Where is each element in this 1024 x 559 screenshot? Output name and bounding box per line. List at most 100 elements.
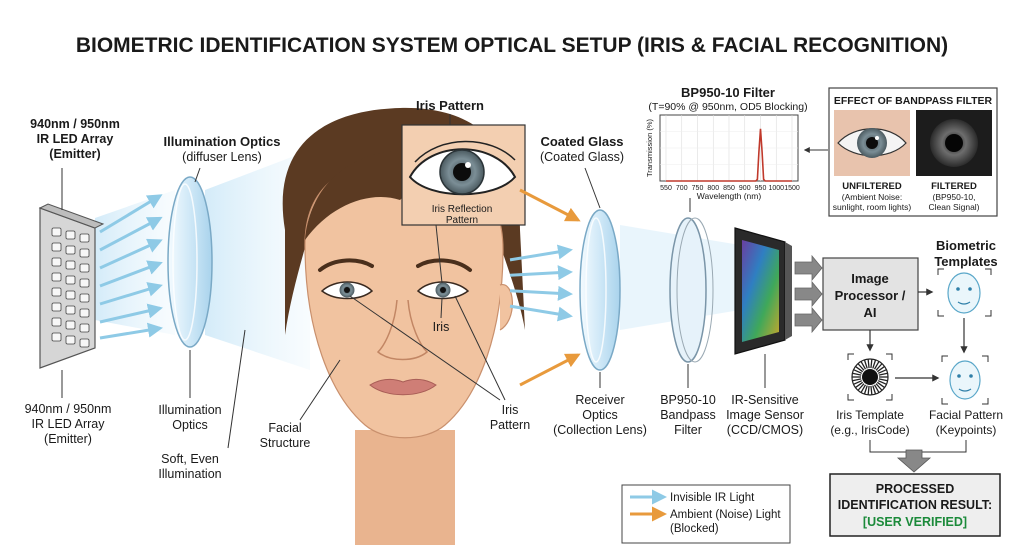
facial-structure-line2: Structure bbox=[260, 436, 311, 450]
bandpass-line1: BP950-10 bbox=[660, 393, 716, 407]
iris-label: Iris bbox=[433, 320, 450, 334]
bandpass-filter-disc bbox=[670, 218, 706, 362]
filter-graph-subtitle: (T=90% @ 950nm, OD5 Blocking) bbox=[648, 101, 807, 113]
filtered-sub1: (BP950-10, bbox=[933, 192, 976, 202]
bandpass-effect-panel: EFFECT OF BANDPASS FILTER UNFILTERED (Am… bbox=[829, 88, 997, 216]
result-line2: IDENTIFICATION RESULT: bbox=[838, 498, 992, 512]
sensor-to-processor-arrows bbox=[795, 256, 822, 332]
led-element bbox=[80, 339, 89, 347]
sensor-chip bbox=[742, 240, 779, 342]
led-element bbox=[66, 276, 75, 284]
filtered-pupil bbox=[945, 134, 963, 152]
facial-structure-line1: Facial bbox=[268, 421, 301, 435]
emitter-top-label: 940nm / 950nm IR LED Array (Emitter) bbox=[30, 117, 120, 161]
led-element bbox=[52, 273, 61, 281]
unfiltered-sub1: (Ambient Noise: bbox=[842, 192, 902, 202]
illumination-bottom-line1: Illumination bbox=[158, 403, 221, 417]
iris-code-ray bbox=[852, 379, 861, 381]
legend-ambient-label2: (Blocked) bbox=[670, 523, 719, 535]
facial-pattern-line2: (Keypoints) bbox=[936, 423, 997, 437]
ambient-arrow-top bbox=[520, 190, 578, 220]
processor-line3: AI bbox=[864, 305, 877, 320]
facial-pattern-icon bbox=[942, 356, 988, 404]
templates-title-line1: Biometric bbox=[936, 238, 996, 253]
iris-pattern-line1: Iris bbox=[502, 403, 519, 417]
led-element bbox=[52, 303, 61, 311]
emitter-bottom-line3: (Emitter) bbox=[44, 432, 92, 446]
iris-code-ray bbox=[871, 359, 872, 368]
graph-tick-label: 550 bbox=[660, 185, 672, 192]
filter-graph-title: BP950-10 Filter bbox=[681, 85, 775, 100]
ambient-arrow-bottom bbox=[520, 355, 578, 385]
led-element bbox=[52, 288, 61, 296]
page-title: BIOMETRIC IDENTIFICATION SYSTEM OPTICAL … bbox=[76, 34, 948, 57]
merge-down-arrow bbox=[898, 450, 930, 472]
illumination-lens bbox=[168, 177, 212, 347]
facial-structure-leader bbox=[300, 360, 340, 420]
illumination-optics-sub: (diffuser Lens) bbox=[182, 150, 262, 164]
legend-ambient-label1: Ambient (Noise) Light bbox=[670, 509, 781, 521]
emitter-bottom-label: 940nm / 950nm IR LED Array (Emitter) bbox=[25, 402, 112, 446]
led-element bbox=[80, 234, 89, 242]
led-element bbox=[80, 309, 89, 317]
led-element bbox=[80, 249, 89, 257]
processor-line2: Processor / bbox=[835, 288, 906, 303]
led-element bbox=[80, 279, 89, 287]
unfiltered-glint bbox=[875, 136, 879, 140]
sensor-line3: (CCD/CMOS) bbox=[727, 423, 803, 437]
led-element bbox=[80, 324, 89, 332]
illumination-bottom-line2: Optics bbox=[172, 418, 207, 432]
emitter-top-line2: IR LED Array bbox=[37, 132, 114, 146]
receiver-line3: (Collection Lens) bbox=[553, 423, 647, 437]
neck bbox=[355, 430, 455, 545]
coated-glass-leader bbox=[585, 168, 600, 208]
iris-code-ray bbox=[879, 379, 888, 381]
unfiltered-title: UNFILTERED bbox=[842, 181, 902, 192]
filtered-sub2: Clean Signal) bbox=[928, 202, 979, 212]
graph-tick-label: 1000 bbox=[768, 185, 784, 192]
result-line1: PROCESSED bbox=[876, 482, 955, 496]
filter-graph-ylabel: Transmission (%) bbox=[645, 118, 654, 177]
illumination-top-leader bbox=[195, 168, 200, 182]
filter-graph-xlabel: Wavelength (nm) bbox=[697, 191, 762, 201]
iris-code-ray bbox=[852, 373, 861, 375]
legend: Invisible IR Light Ambient (Noise) Light… bbox=[622, 485, 790, 543]
result-status: [USER VERIFIED] bbox=[863, 515, 967, 529]
ir-return-arrow bbox=[510, 306, 570, 316]
unfiltered-sub2: sunlight, room lights) bbox=[833, 202, 912, 212]
ir-image-sensor bbox=[735, 228, 792, 354]
led-element bbox=[66, 321, 75, 329]
iris-template-line2: (e.g., IrisCode) bbox=[830, 423, 909, 437]
led-element bbox=[52, 333, 61, 341]
processor-line1: Image bbox=[851, 271, 889, 286]
iris-pattern-title: Iris Pattern bbox=[416, 98, 484, 113]
facial-pattern-line1: Facial Pattern bbox=[929, 408, 1003, 422]
led-element bbox=[52, 318, 61, 326]
iris-pattern-line2: Pattern bbox=[490, 418, 530, 432]
emitter-top-line3: (Emitter) bbox=[49, 147, 100, 161]
led-element bbox=[80, 294, 89, 302]
iris-code-ray bbox=[879, 373, 888, 375]
iris-reflection-line2: Pattern bbox=[446, 215, 478, 226]
led-element bbox=[66, 306, 75, 314]
led-element bbox=[52, 243, 61, 251]
sensor-line2: Image Sensor bbox=[726, 408, 804, 422]
led-element bbox=[66, 246, 75, 254]
face-template-icon bbox=[938, 269, 991, 316]
right-pupil bbox=[440, 287, 446, 293]
iris-reflection-line1: Iris Reflection bbox=[432, 204, 493, 215]
emitter-bottom-line2: IR LED Array bbox=[32, 417, 106, 431]
led-element bbox=[66, 291, 75, 299]
filter-graph: BP950-10 Filter (T=90% @ 950nm, OD5 Bloc… bbox=[645, 85, 808, 212]
illumination-effect-leader bbox=[228, 330, 245, 448]
illumination-effect-line1: Soft, Even bbox=[161, 452, 219, 466]
bandpass-line3: Filter bbox=[674, 423, 702, 437]
inset-reflection bbox=[465, 162, 471, 168]
bandpass-line2: Bandpass bbox=[660, 408, 716, 422]
coated-glass-title: Coated Glass bbox=[540, 134, 623, 149]
templates-title-line2: Templates bbox=[934, 254, 997, 269]
led-element bbox=[52, 258, 61, 266]
receiver-line2: Optics bbox=[582, 408, 617, 422]
